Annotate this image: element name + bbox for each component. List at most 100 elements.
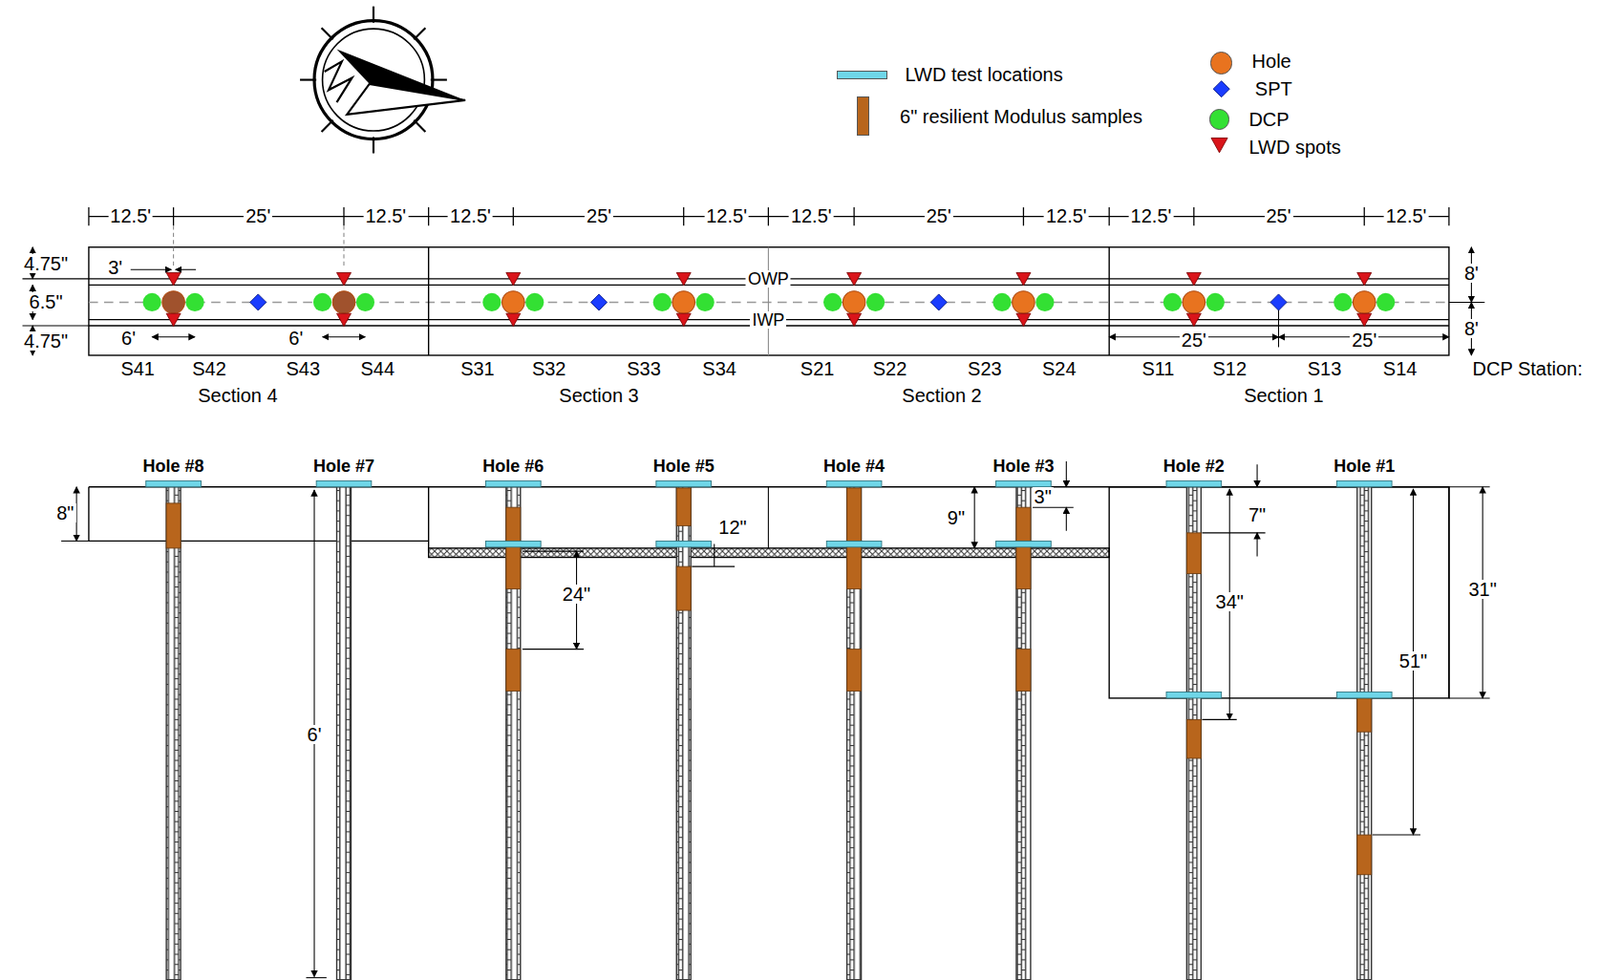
layer-boundary: [1109, 487, 1450, 699]
section-label: Section 2: [899, 385, 983, 406]
extension-line: [1449, 697, 1491, 699]
dimension-label: 25': [1349, 330, 1379, 350]
depth-label: 12": [716, 517, 748, 537]
dcp-point: [143, 293, 162, 312]
lwd-spot: [506, 272, 521, 285]
compass-tick: [321, 27, 334, 40]
dcp-point: [525, 293, 544, 312]
hole-label: Hole #4: [821, 457, 887, 477]
hole-point: [502, 291, 526, 315]
legend-swatch: [856, 96, 870, 136]
geotextile-band: [428, 548, 1110, 558]
extension-line: [1201, 719, 1237, 721]
dimension-label: 3': [106, 257, 125, 278]
lwd-spot: [1016, 313, 1031, 326]
extension-line: [342, 225, 344, 268]
layer-boundary: [768, 487, 769, 552]
borehole-column: [1357, 487, 1372, 980]
legend-label: LWD spots: [1246, 137, 1343, 157]
lwd-test-location: [826, 480, 882, 487]
hole-point: [1352, 291, 1376, 315]
plan-outline: [88, 247, 1450, 356]
lwd-test-location: [656, 540, 712, 547]
depth-label: 51": [1397, 651, 1430, 671]
dimension-label: 25': [1179, 330, 1209, 350]
legend-label: Hole: [1250, 51, 1294, 71]
hole-column: Hole #7: [305, 457, 383, 980]
dcp-station-label: S42: [190, 359, 229, 379]
dimension-label: 8': [1462, 263, 1481, 283]
compass-tick: [430, 78, 448, 81]
dimension-line: [713, 544, 715, 568]
dcp-station-label: S12: [1210, 359, 1249, 379]
dcp-point: [992, 293, 1011, 312]
hole-point: [1182, 291, 1206, 315]
hole-column: Hole #1: [1325, 457, 1403, 980]
dimension-line: [1257, 464, 1259, 488]
section-label: Section 3: [556, 385, 640, 406]
dimension-tick: [1448, 207, 1450, 226]
layer-boundary: [87, 487, 89, 542]
hole-point: [162, 291, 186, 315]
dcp-station-label: S33: [624, 359, 663, 379]
dcp-station-label: S24: [1040, 359, 1079, 379]
layer-boundary: [88, 540, 429, 542]
layer-boundary: [1448, 487, 1450, 699]
extension-line: [1449, 301, 1485, 303]
dcp-point: [866, 293, 885, 312]
extension-line: [61, 540, 89, 542]
section-label: Section 4: [195, 385, 279, 406]
extension-line: [305, 977, 326, 979]
hole-label: Hole #3: [990, 457, 1056, 477]
borehole-column: [337, 487, 352, 980]
borehole-column: [166, 487, 181, 980]
hole-label: Hole #7: [311, 457, 377, 477]
dimension-label: 4.75": [21, 331, 70, 351]
dcp-station-label: S22: [871, 359, 910, 379]
dimension-tick: [853, 207, 854, 226]
section-divider: [427, 247, 429, 356]
lwd-spot: [1186, 313, 1201, 326]
dcp-point: [356, 293, 375, 312]
dimension-line: [1257, 533, 1259, 557]
lwd-test-location: [485, 540, 541, 547]
dcp-point: [696, 293, 715, 312]
station-spacing: 12.5': [107, 206, 153, 226]
compass-tick: [413, 27, 426, 40]
dimension-tick: [682, 207, 684, 226]
dimension-line: [175, 269, 196, 271]
station-spacing: 12.5': [789, 206, 834, 226]
compass-tick: [413, 120, 426, 132]
resilient-modulus-sample: [1357, 834, 1372, 875]
lwd-test-location: [996, 540, 1052, 547]
hole-label: Hole #5: [651, 457, 717, 477]
station-spacing: 12.5': [1129, 206, 1174, 226]
axis-label: DCP Station:: [1471, 359, 1585, 379]
resilient-modulus-sample: [506, 507, 521, 589]
spt-point: [930, 294, 947, 311]
hole-label: Hole #2: [1161, 457, 1227, 477]
depth-label: 3": [1032, 487, 1054, 507]
station-spacing: 12.5': [362, 206, 408, 226]
station-spacing: 12.5': [1044, 206, 1089, 226]
layer-boundary: [427, 487, 429, 552]
legend-swatch: [1209, 108, 1230, 129]
dcp-point: [823, 293, 842, 312]
dcp-point: [653, 293, 672, 312]
lwd-test-location: [316, 480, 372, 487]
station-spacing: 25': [1263, 206, 1293, 226]
extension-line: [691, 566, 735, 568]
dimension-line: [1066, 507, 1067, 532]
spt-legend-symbol: [1213, 81, 1230, 98]
dcp-point: [1206, 293, 1225, 312]
compass-tick: [372, 136, 375, 153]
hole-column: Hole #3: [984, 457, 1062, 980]
lwd-test-location: [1166, 692, 1222, 699]
hole-column: Hole #6: [474, 457, 552, 980]
hole-label: Hole #8: [141, 457, 207, 477]
extension-line: [1449, 486, 1491, 488]
dimension-line: [151, 336, 195, 338]
station-spacing: 25': [243, 206, 273, 226]
station-spacing: 25': [924, 206, 954, 226]
